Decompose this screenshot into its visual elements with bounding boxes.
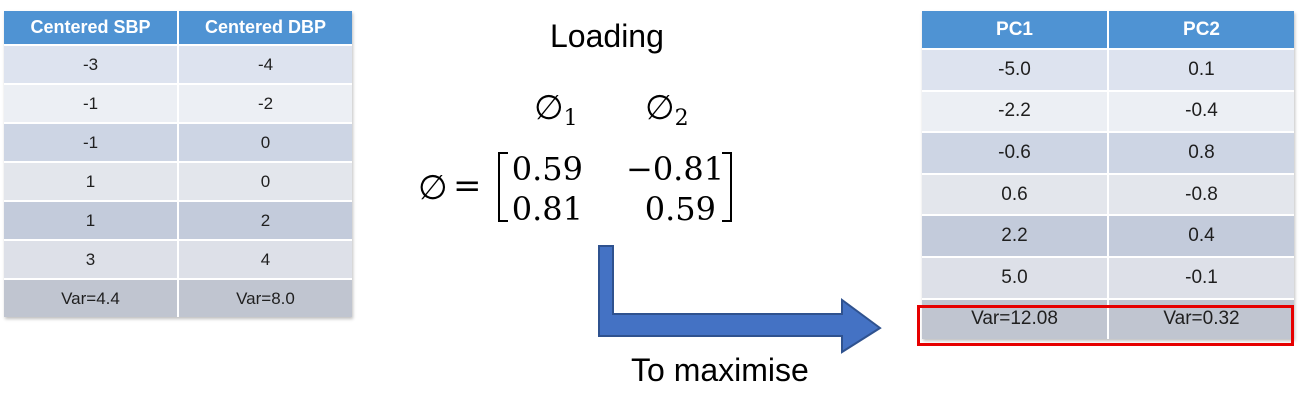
table-cell: 1 bbox=[4, 200, 179, 240]
table-cell: 3 bbox=[4, 239, 179, 279]
table-row: -3 -4 bbox=[4, 44, 352, 84]
table-row: -0.6 0.8 bbox=[922, 131, 1294, 174]
table-row: 1 2 bbox=[4, 200, 352, 240]
loading-title: Loading bbox=[550, 18, 664, 54]
table-cell: 0 bbox=[178, 161, 352, 201]
table-cell: 2.2 bbox=[922, 214, 1109, 257]
matrix-cell: 0.59 bbox=[511, 150, 583, 188]
variance-cell: Var=4.4 bbox=[4, 278, 179, 317]
matrix-left-bracket bbox=[498, 152, 508, 222]
equals-sign: = bbox=[453, 166, 482, 206]
table-row: 5.0 -0.1 bbox=[922, 255, 1294, 299]
table-cell: 0.8 bbox=[1108, 131, 1294, 174]
table-row: -5.0 0.1 bbox=[922, 48, 1294, 91]
header-centered-dbp: Centered DBP bbox=[178, 11, 352, 45]
matrix-cell: 0.59 bbox=[644, 190, 716, 228]
table-row: 3 4 bbox=[4, 239, 352, 279]
phi-1-label: ∅1 bbox=[534, 88, 578, 131]
variance-cell: Var=0.32 bbox=[1108, 297, 1294, 340]
table-cell: 0.1 bbox=[1108, 48, 1294, 91]
header-centered-sbp: Centered SBP bbox=[4, 11, 179, 45]
phi-2-label: ∅2 bbox=[645, 88, 689, 131]
bent-arrow-icon bbox=[598, 245, 882, 354]
table-header-row: PC1 PC2 bbox=[922, 11, 1294, 49]
variance-cell: Var=8.0 bbox=[178, 278, 352, 317]
principal-components-table: PC1 PC2 -5.0 0.1 -2.2 -0.4 -0.6 0.8 0.6 … bbox=[922, 11, 1294, 340]
table-cell: -1 bbox=[4, 83, 179, 123]
table-cell: 1 bbox=[4, 161, 179, 201]
table-cell: -4 bbox=[178, 44, 352, 84]
phi-matrix-symbol: ∅ bbox=[418, 168, 448, 208]
to-maximise-label: To maximise bbox=[631, 352, 809, 388]
header-pc2: PC2 bbox=[1108, 11, 1294, 49]
variance-row: Var=12.08 Var=0.32 bbox=[922, 297, 1294, 340]
variance-row: Var=4.4 Var=8.0 bbox=[4, 278, 352, 317]
header-pc1: PC1 bbox=[922, 11, 1109, 49]
table-cell: -0.6 bbox=[922, 131, 1109, 174]
table-row: -1 -2 bbox=[4, 83, 352, 123]
phi-symbol: ∅ bbox=[534, 88, 564, 128]
table-cell: -1 bbox=[4, 122, 179, 162]
table-cell: 5.0 bbox=[922, 255, 1109, 299]
table-row: 0.6 -0.8 bbox=[922, 172, 1294, 216]
table-row: 2.2 0.4 bbox=[922, 214, 1294, 257]
table-cell: -0.1 bbox=[1108, 255, 1294, 299]
table-cell: -3 bbox=[4, 44, 179, 84]
table-cell: -0.4 bbox=[1108, 89, 1294, 133]
matrix-right-bracket bbox=[722, 152, 732, 222]
arrow-shape bbox=[598, 245, 882, 354]
table-cell: 2 bbox=[178, 200, 352, 240]
phi-subscript: 2 bbox=[674, 106, 689, 131]
table-header-row: Centered SBP Centered DBP bbox=[4, 11, 352, 45]
table-cell: 0.4 bbox=[1108, 214, 1294, 257]
table-cell: 4 bbox=[178, 239, 352, 279]
table-cell: -0.8 bbox=[1108, 172, 1294, 216]
table-cell: 0.6 bbox=[922, 172, 1109, 216]
variance-cell: Var=12.08 bbox=[922, 297, 1109, 340]
table-cell: 0 bbox=[178, 122, 352, 162]
table-row: -1 0 bbox=[4, 122, 352, 162]
centered-data-table: Centered SBP Centered DBP -3 -4 -1 -2 -1… bbox=[4, 11, 352, 317]
matrix-cell: 0.81 bbox=[511, 190, 583, 228]
table-cell: -2 bbox=[178, 83, 352, 123]
table-cell: -5.0 bbox=[922, 48, 1109, 91]
table-row: -2.2 -0.4 bbox=[922, 89, 1294, 133]
table-cell: -2.2 bbox=[922, 89, 1109, 133]
matrix-cell: −0.81 bbox=[626, 150, 725, 188]
phi-subscript: 1 bbox=[563, 106, 578, 131]
table-row: 1 0 bbox=[4, 161, 352, 201]
phi-symbol: ∅ bbox=[645, 88, 675, 128]
